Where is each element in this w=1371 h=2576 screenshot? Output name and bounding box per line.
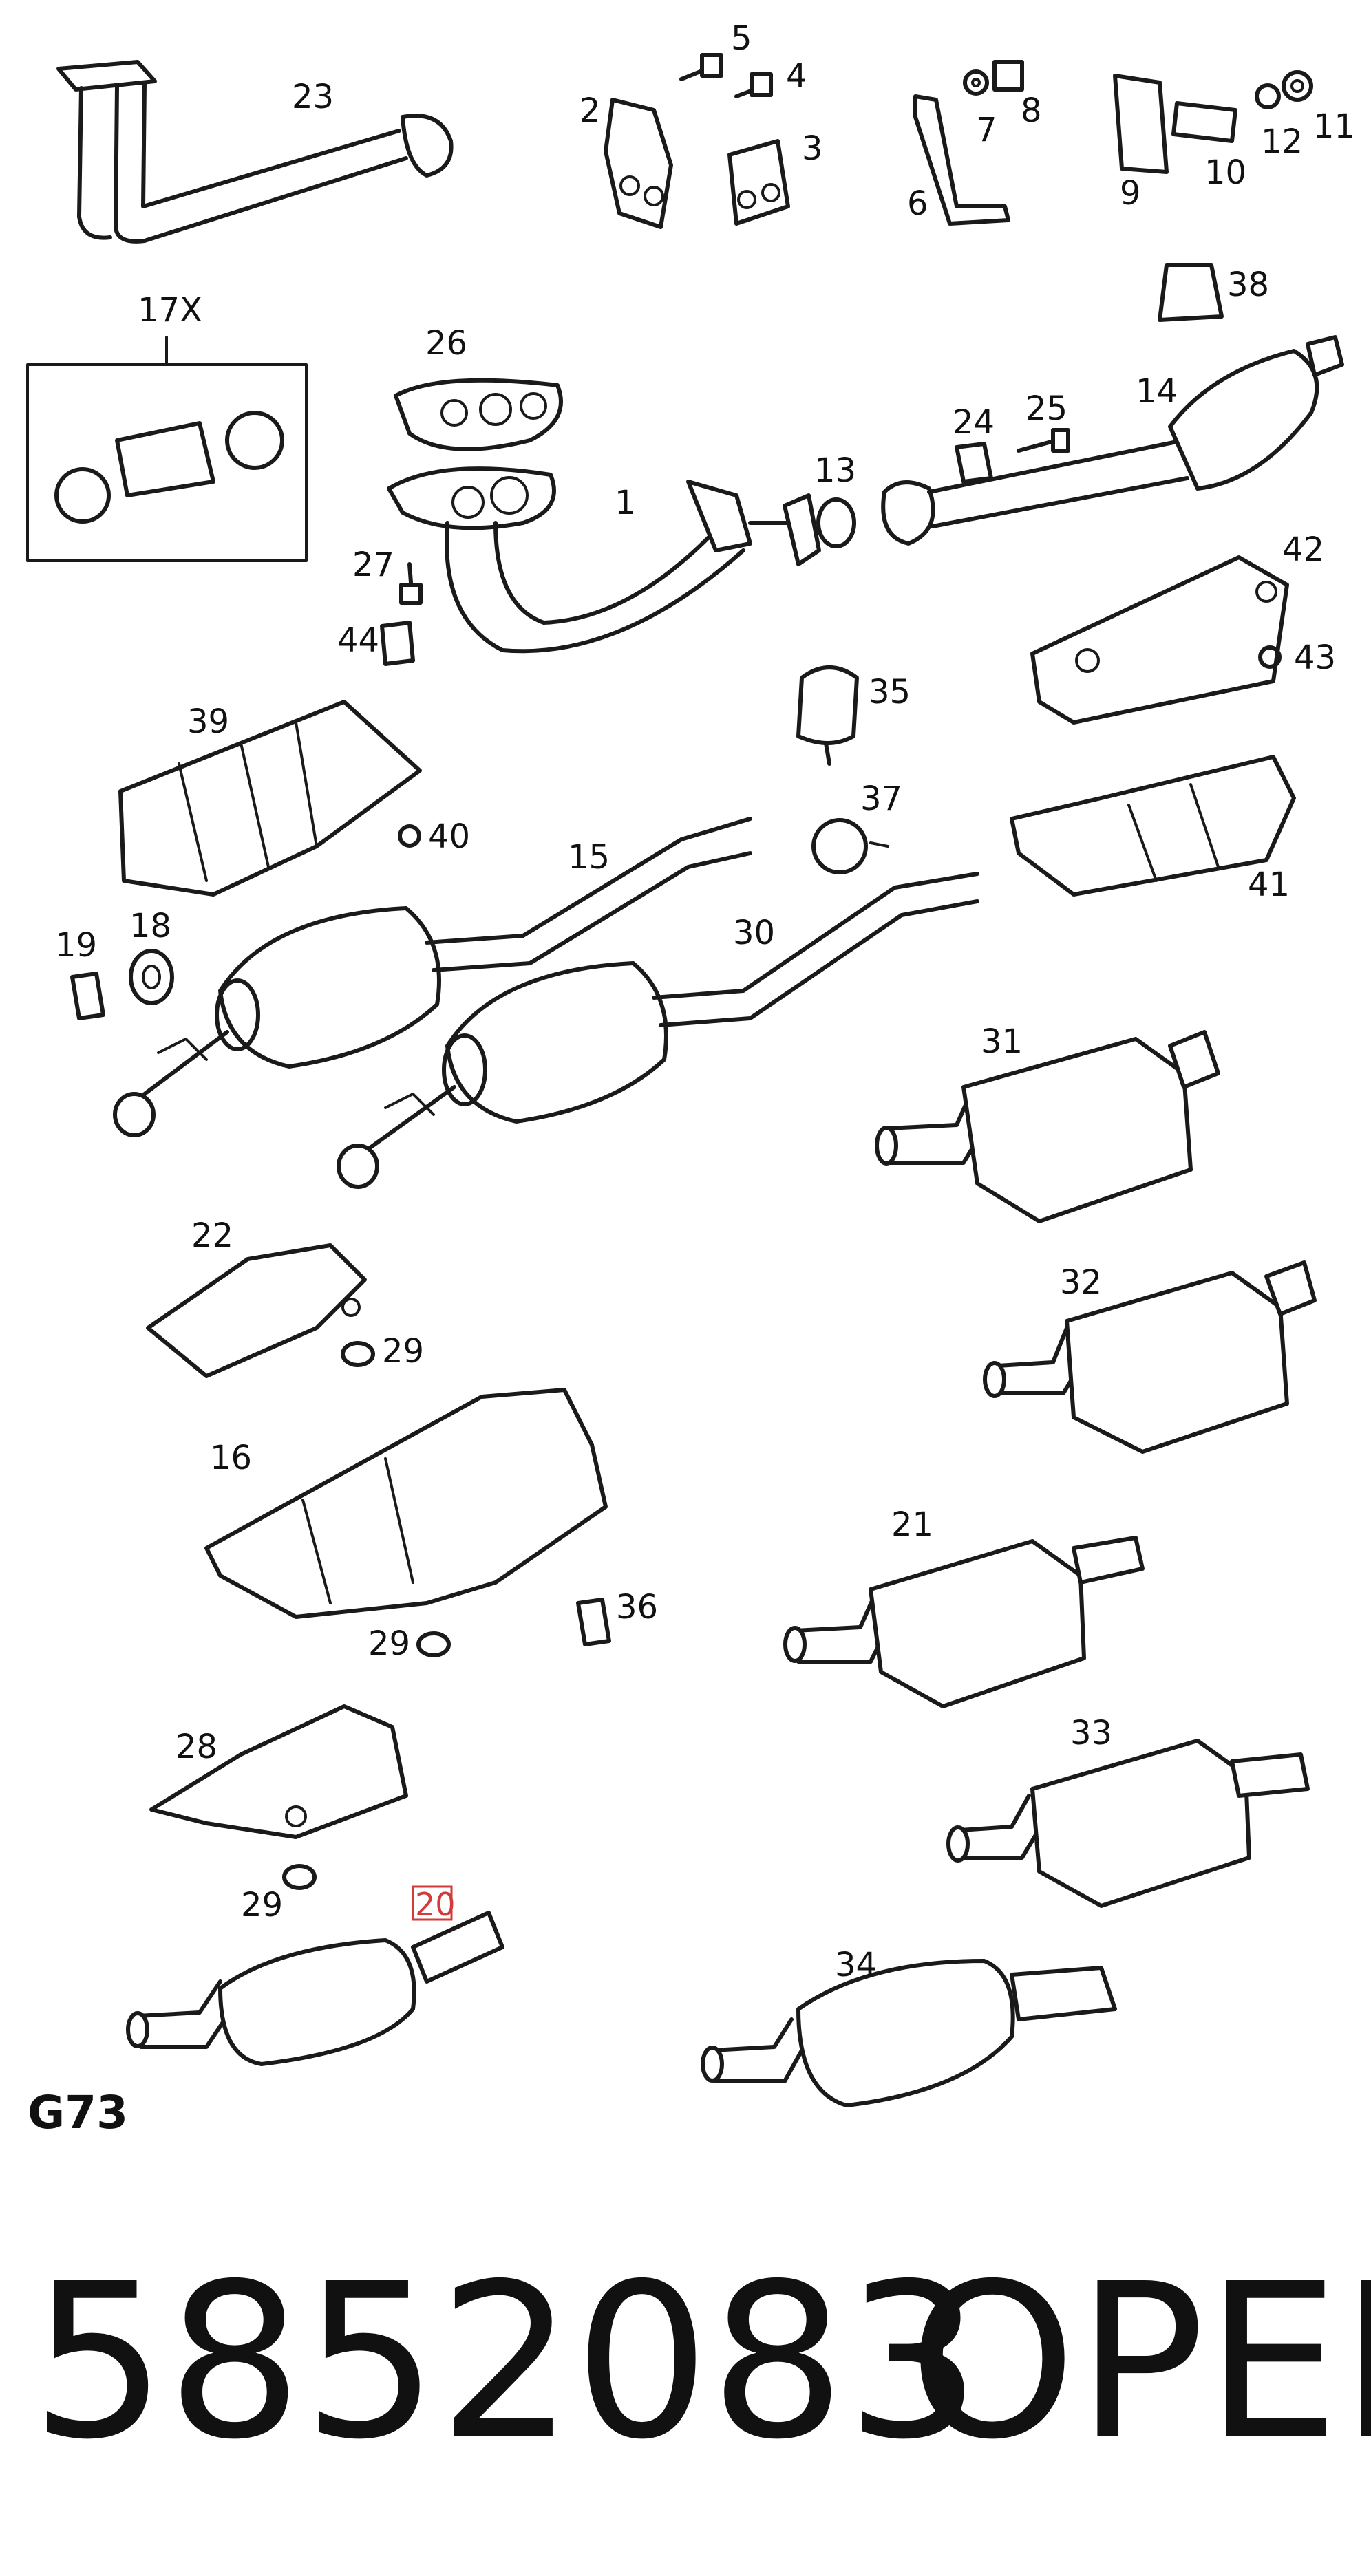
callout-27[interactable]: 27	[352, 546, 394, 584]
callout-33[interactable]: 33	[1070, 1714, 1112, 1752]
callout-37[interactable]: 37	[860, 780, 902, 818]
callout-29[interactable]: 29	[382, 1332, 424, 1371]
part-7-washer[interactable]	[963, 69, 989, 96]
callout-31[interactable]: 31	[981, 1022, 1023, 1061]
part-38-bump-stop[interactable]	[1158, 263, 1224, 322]
part-26-gasket[interactable]	[394, 378, 563, 451]
callout-9[interactable]: 9	[1120, 174, 1141, 213]
part-12-washer[interactable]	[1255, 83, 1281, 109]
callout-29[interactable]: 29	[241, 1886, 283, 1924]
part-11-nut[interactable]	[1282, 70, 1313, 102]
part-29-nut-c[interactable]	[282, 1864, 317, 1890]
part-32-rear-silencer[interactable]	[983, 1260, 1317, 1454]
callout-43[interactable]: 43	[1294, 638, 1336, 677]
part-10-plate[interactable]	[1171, 101, 1237, 143]
part-40-nut[interactable]	[398, 824, 421, 848]
part-3-bracket[interactable]	[727, 139, 790, 226]
part-18-rubber-ring[interactable]	[129, 949, 174, 1005]
part-17x-clamp-kit[interactable]	[26, 336, 308, 562]
part-28-heat-shield[interactable]	[149, 1704, 408, 1839]
part-33-rear-silencer[interactable]	[946, 1739, 1310, 1908]
callout-14[interactable]: 14	[1136, 372, 1178, 411]
callout-35[interactable]: 35	[869, 673, 911, 711]
callout-42[interactable]: 42	[1282, 530, 1324, 569]
part-15-rear-exhaust-system[interactable]	[113, 817, 752, 1137]
part-29-nut-b[interactable]	[416, 1631, 451, 1657]
callout-24[interactable]: 24	[953, 403, 995, 442]
callout-29[interactable]: 29	[368, 1624, 410, 1663]
callout-26[interactable]: 26	[425, 324, 467, 363]
part-2-bracket[interactable]	[604, 98, 673, 229]
callout-20-selected[interactable]: 20	[412, 1885, 456, 1923]
callout-30[interactable]: 30	[733, 914, 775, 952]
callout-19[interactable]: 19	[55, 926, 97, 965]
callout-13[interactable]: 13	[814, 451, 856, 490]
part-24-spring[interactable]	[955, 442, 993, 484]
callout-23[interactable]: 23	[292, 78, 334, 116]
callout-2[interactable]: 2	[580, 92, 601, 130]
part-35-rubber-mount[interactable]	[796, 665, 859, 766]
callout-3[interactable]: 3	[802, 129, 823, 168]
callout-22[interactable]: 22	[191, 1216, 233, 1255]
callout-11[interactable]: 11	[1313, 107, 1355, 146]
callout-32[interactable]: 32	[1060, 1263, 1102, 1302]
callout-21[interactable]: 21	[891, 1505, 933, 1544]
callout-20[interactable]: 20	[415, 1886, 456, 1923]
part-39-heat-shield[interactable]	[118, 700, 422, 897]
callout-1[interactable]: 1	[615, 484, 636, 522]
part-20-rear-silencer[interactable]	[126, 1911, 504, 2066]
callout-25[interactable]: 25	[1025, 389, 1067, 428]
part-22-heat-shield[interactable]	[146, 1243, 367, 1378]
brand-name: OPEL	[908, 2238, 1371, 2487]
part-31-rear-silencer[interactable]	[875, 1030, 1220, 1223]
diagram-code: G73	[28, 2086, 128, 2139]
part-29-nut-a[interactable]	[341, 1341, 375, 1367]
part-14-catalytic-converter[interactable]	[881, 335, 1344, 546]
part-9-plate[interactable]	[1113, 74, 1169, 174]
part-6-strap[interactable]	[913, 94, 1010, 226]
callout-12[interactable]: 12	[1261, 122, 1303, 161]
callout-17x[interactable]: 17X	[138, 291, 202, 330]
callout-7[interactable]: 7	[976, 111, 997, 149]
callout-34[interactable]: 34	[835, 1946, 877, 1984]
callout-8[interactable]: 8	[1021, 92, 1042, 130]
callout-6[interactable]: 6	[907, 184, 928, 223]
part-21-rear-silencer[interactable]	[783, 1536, 1145, 1708]
part-25-bolt[interactable]	[1017, 428, 1070, 453]
callout-5[interactable]: 5	[731, 19, 752, 58]
part-42-heat-shield[interactable]	[1030, 555, 1289, 724]
callout-40[interactable]: 40	[428, 817, 470, 856]
part-44-spring[interactable]	[380, 621, 415, 666]
part-23-front-pipe[interactable]	[56, 60, 454, 244]
callout-38[interactable]: 38	[1227, 266, 1269, 304]
part-1-front-pipe[interactable]	[387, 466, 821, 654]
part-5-bolt[interactable]	[679, 53, 723, 81]
part-30-rear-exhaust-system[interactable]	[337, 872, 979, 1189]
callout-36[interactable]: 36	[616, 1588, 658, 1627]
callout-28[interactable]: 28	[176, 1728, 217, 1766]
part-8-bolt[interactable]	[992, 60, 1024, 92]
callout-16[interactable]: 16	[210, 1439, 252, 1477]
part-number: 5852083	[31, 2238, 981, 2487]
callout-18[interactable]: 18	[129, 907, 171, 945]
part-4-bolt[interactable]	[734, 72, 773, 98]
callout-15[interactable]: 15	[568, 838, 610, 877]
callout-4[interactable]: 4	[786, 57, 807, 96]
callout-41[interactable]: 41	[1248, 866, 1290, 904]
callout-10[interactable]: 10	[1204, 153, 1246, 192]
part-37-clamp[interactable]	[811, 818, 889, 874]
part-13-ring[interactable]	[816, 497, 856, 548]
part-34-rear-silencer[interactable]	[701, 1959, 1117, 2107]
part-27-bolt[interactable]	[399, 562, 423, 605]
callout-39[interactable]: 39	[187, 702, 229, 741]
callout-44[interactable]: 44	[337, 621, 379, 660]
part-19-clip[interactable]	[70, 972, 105, 1020]
part-43-nut[interactable]	[1258, 645, 1282, 669]
part-36-clip[interactable]	[576, 1598, 611, 1646]
part-16-heat-shield[interactable]	[204, 1388, 608, 1619]
part-41-heat-shield[interactable]	[1010, 755, 1296, 897]
